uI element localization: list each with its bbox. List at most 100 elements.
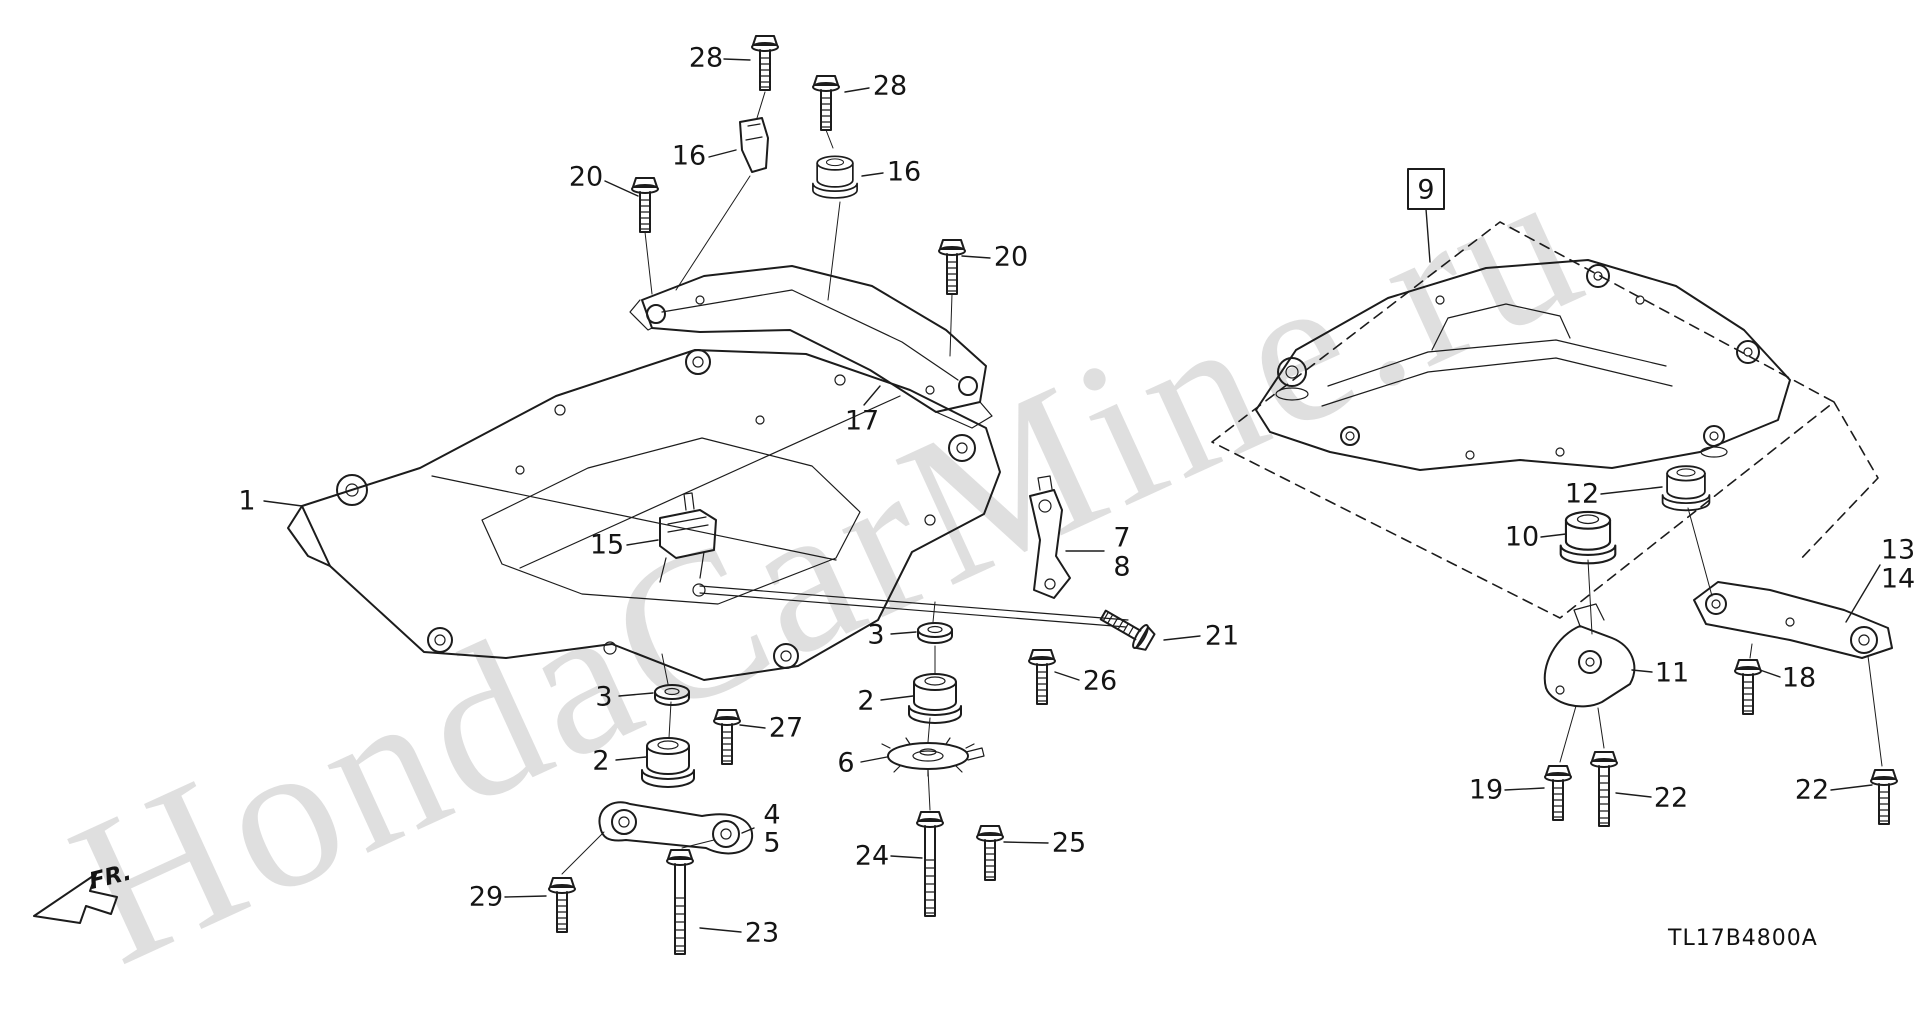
callout-27[interactable]: 27 <box>739 713 803 744</box>
part-connecting-rod <box>692 583 1129 628</box>
callout-label[interactable]: 2 <box>857 686 874 717</box>
part-plate-6 <box>881 737 985 777</box>
callout-label[interactable]: 16 <box>672 141 706 172</box>
callout-label[interactable]: 19 <box>1469 775 1503 806</box>
bolt-20-a <box>631 177 659 233</box>
callout-label[interactable]: 18 <box>1782 663 1816 694</box>
bolt-28-b <box>812 75 840 131</box>
callout-label[interactable]: 21 <box>1205 621 1239 652</box>
part-lateral-arm-13-14 <box>1693 581 1893 659</box>
callout-16[interactable]: 16 <box>861 157 921 188</box>
callout-label[interactable]: 16 <box>887 157 921 188</box>
callout-label[interactable]: 13 <box>1881 535 1915 566</box>
callout-label[interactable]: 14 <box>1881 564 1915 595</box>
callout-22[interactable]: 22 <box>1795 775 1873 806</box>
leader-line <box>890 631 917 635</box>
callout-7[interactable]: 7 <box>1113 523 1130 554</box>
callout-22[interactable]: 22 <box>1615 783 1688 814</box>
callout-label[interactable]: 24 <box>855 841 889 872</box>
callout-label[interactable]: 28 <box>873 71 907 102</box>
leader-line <box>1425 208 1431 263</box>
callout-16[interactable]: 16 <box>672 141 737 172</box>
callout-29[interactable]: 29 <box>469 882 547 913</box>
washer-3-right <box>917 622 953 644</box>
callout-label[interactable]: 12 <box>1565 479 1599 510</box>
leader-line <box>1003 841 1049 844</box>
callout-25[interactable]: 25 <box>1003 828 1086 859</box>
callout-26[interactable]: 26 <box>1054 666 1117 697</box>
part-crossbeam <box>629 265 993 429</box>
leader-line <box>860 756 888 763</box>
callout-label[interactable]: 20 <box>994 242 1028 273</box>
leader-line <box>739 724 766 729</box>
callout-23[interactable]: 23 <box>699 918 779 949</box>
leader-line <box>1163 635 1201 641</box>
callout-20[interactable]: 20 <box>961 242 1028 273</box>
callout-label[interactable]: 27 <box>769 713 803 744</box>
callout-3[interactable]: 3 <box>595 682 654 713</box>
callout-label[interactable]: 7 <box>1113 523 1130 554</box>
callout-label[interactable]: 2 <box>592 746 609 777</box>
callout-label[interactable]: 8 <box>1113 552 1130 583</box>
fr-arrow-icon <box>33 873 118 924</box>
callout-8[interactable]: 8 <box>1065 550 1131 583</box>
leader-line <box>1504 787 1545 791</box>
leader-line <box>741 827 755 834</box>
callout-label[interactable]: 10 <box>1505 522 1539 553</box>
callout-2[interactable]: 2 <box>592 746 647 777</box>
callout-20[interactable]: 20 <box>569 162 639 197</box>
callout-label[interactable]: 25 <box>1052 828 1086 859</box>
callout-14[interactable]: 14 <box>1845 564 1915 623</box>
leader-line <box>604 180 639 197</box>
callout-label[interactable]: 11 <box>1655 658 1689 689</box>
bolt-25 <box>976 825 1004 881</box>
callout-label[interactable]: 1 <box>238 486 255 517</box>
callout-6[interactable]: 6 <box>837 748 888 779</box>
callout-label[interactable]: 3 <box>595 682 612 713</box>
bolt-27 <box>713 709 741 765</box>
parts-diagram-page: HondaCarMine.ru <box>33 35 1915 1009</box>
callout-9-highlighted[interactable]: 9 <box>1407 168 1445 263</box>
callout-2[interactable]: 2 <box>857 686 914 717</box>
callout-label[interactable]: 3 <box>867 620 884 651</box>
callout-10[interactable]: 10 <box>1505 522 1567 553</box>
part-stabilizer-bracket <box>659 492 717 583</box>
callout-1[interactable]: 1 <box>238 486 303 517</box>
bolt-19 <box>1544 765 1572 821</box>
bolt-22-middle <box>1590 751 1618 827</box>
callout-21[interactable]: 21 <box>1163 621 1239 652</box>
callout-4[interactable]: 4 <box>763 800 780 831</box>
bolt-21 <box>1095 602 1158 655</box>
callout-label[interactable]: 28 <box>689 43 723 74</box>
callout-28[interactable]: 28 <box>844 71 907 102</box>
callout-label[interactable]: 20 <box>569 162 603 193</box>
callout-5[interactable]: 5 <box>741 827 781 859</box>
part-rear-subframe <box>1255 259 1791 471</box>
callout-3[interactable]: 3 <box>867 620 917 651</box>
leader-line <box>708 149 737 158</box>
callout-11[interactable]: 11 <box>1631 658 1689 689</box>
callout-label[interactable]: 22 <box>1795 775 1829 806</box>
callout-15[interactable]: 15 <box>590 530 659 561</box>
leader-line <box>263 500 303 507</box>
callout-label[interactable]: 23 <box>745 918 779 949</box>
callout-label[interactable]: 29 <box>469 882 503 913</box>
callout-17[interactable]: 17 <box>845 385 881 437</box>
callout-24[interactable]: 24 <box>855 841 923 872</box>
callout-label[interactable]: 15 <box>590 530 624 561</box>
callout-12[interactable]: 12 <box>1565 479 1663 510</box>
callout-19[interactable]: 19 <box>1469 775 1545 806</box>
callout-label[interactable]: 17 <box>845 406 879 437</box>
callout-label[interactable]: 22 <box>1654 783 1688 814</box>
callout-28[interactable]: 28 <box>689 43 751 74</box>
callout-label[interactable]: 26 <box>1083 666 1117 697</box>
callout-label[interactable]: 9 <box>1417 175 1434 206</box>
callout-13[interactable]: 13 <box>1881 535 1915 566</box>
callout-18[interactable]: 18 <box>1759 663 1816 694</box>
leader-line <box>1830 784 1873 791</box>
assembly-lines <box>561 91 1883 875</box>
callout-label[interactable]: 5 <box>763 828 780 859</box>
leader-line <box>880 695 914 701</box>
callout-label[interactable]: 6 <box>837 748 854 779</box>
callout-label[interactable]: 4 <box>763 800 780 831</box>
